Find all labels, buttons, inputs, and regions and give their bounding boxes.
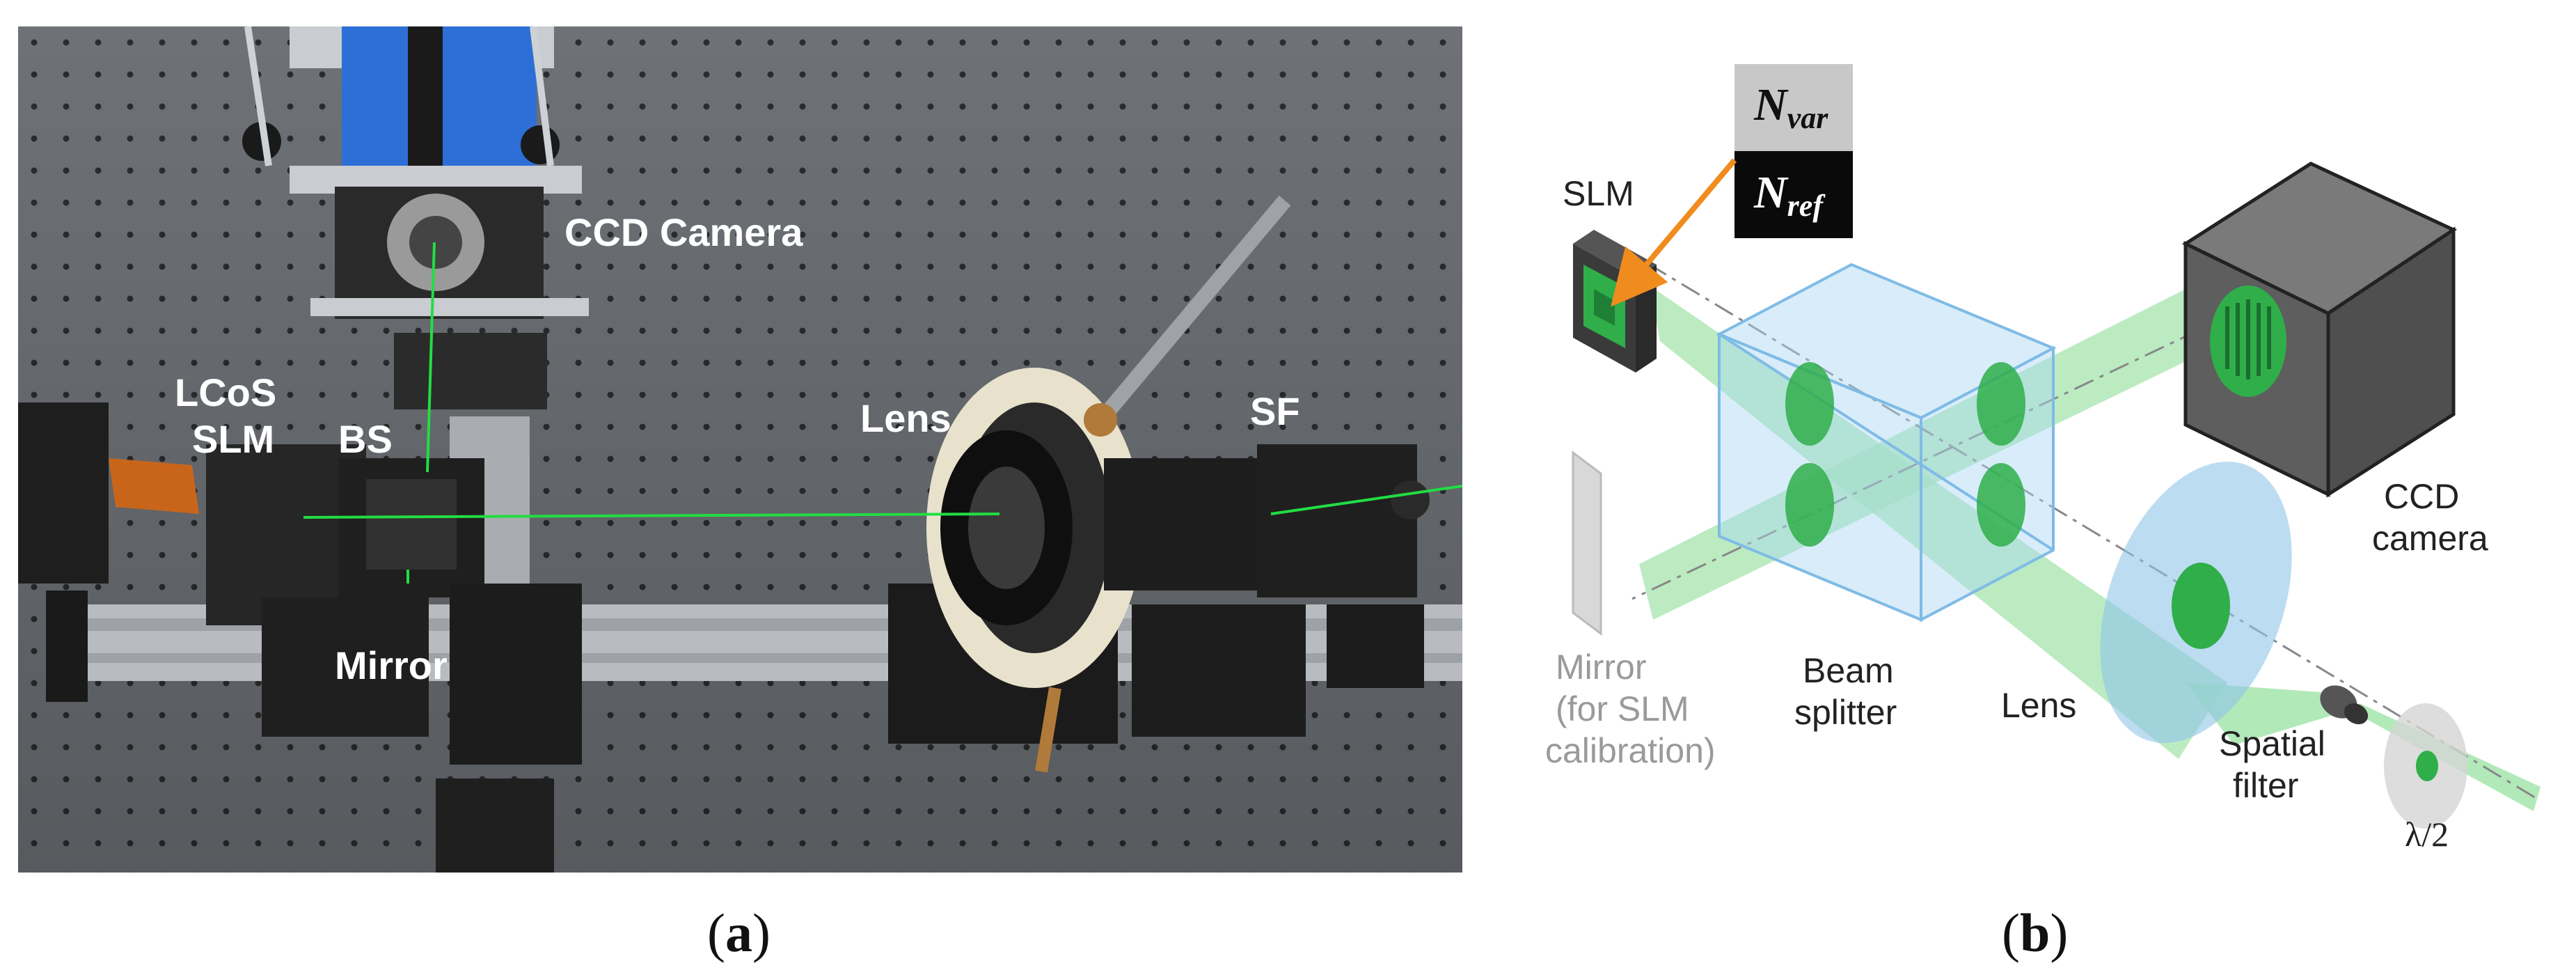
beam-spots-cube (1785, 362, 2025, 547)
laser-beam-vertical (426, 242, 436, 473)
laser-beam-sf (1270, 485, 1462, 515)
mirror-device (262, 584, 582, 873)
schematic-diagram: Nvar Nref (1545, 64, 2541, 854)
label-lens: Lens (2001, 686, 2076, 725)
label-spatial: Spatial (2219, 724, 2325, 763)
beam-camera-to-mirror (1639, 285, 2227, 620)
beam-splitter-device (338, 458, 484, 597)
n-var-box (1735, 64, 1853, 151)
n-var-label: Nvar (1753, 79, 1828, 135)
setup-photo: CCD Camera LCoS SLM BS Lens SF Mirror (18, 26, 1462, 873)
schematic-panel: Nvar Nref (1490, 14, 2561, 884)
label-camera: camera (2372, 519, 2488, 558)
label-slm: SLM (1563, 174, 1634, 213)
label-mirror-calibration: calibration) (1545, 731, 1716, 770)
lens-element (2100, 462, 2292, 743)
label-mirror: Mirror (1556, 648, 1647, 687)
label-mirror-photo: Mirror (335, 643, 448, 687)
mirror-plate (1572, 451, 1602, 636)
photo-panel: CCD Camera LCoS SLM BS Lens SF Mirror (18, 26, 1462, 873)
caption-b: (b) (2002, 902, 2069, 963)
label-bs: BS (338, 417, 393, 461)
half-wave-plate (2384, 703, 2467, 829)
ccd-camera-device (242, 26, 589, 409)
spatial-filter-device (1132, 444, 1430, 737)
lens-device (888, 195, 1291, 773)
spatial-filter-objective (2320, 685, 2369, 725)
label-mirror-for: (for SLM (1556, 689, 1689, 728)
label-filter: filter (2233, 766, 2298, 805)
n-ref-label: Nref (1753, 167, 1826, 223)
label-beam: Beam (1803, 651, 1894, 690)
label-lens-photo: Lens (860, 396, 951, 440)
label-half-wave: λ/2 (2405, 815, 2449, 854)
n-ref-box (1735, 151, 1853, 238)
laser-beam-main (303, 513, 1000, 519)
caption-a: (a) (707, 902, 771, 963)
caption-b-letter: b (2019, 902, 2050, 963)
ccd-camera-box (2181, 162, 2458, 498)
label-slm-photo: SLM (192, 417, 274, 461)
label-splitter: splitter (1794, 693, 1897, 732)
label-lcos: LCoS (175, 370, 276, 414)
label-ccd: CCD (2384, 477, 2459, 516)
label-sf: SF (1250, 389, 1300, 433)
slm-box (1573, 230, 1657, 373)
slm-pattern-legend: Nvar Nref (1611, 64, 1853, 307)
optical-axis (1614, 242, 2541, 802)
caption-a-letter: a (725, 902, 752, 963)
pattern-arrow (1611, 158, 1737, 307)
label-ccd-camera: CCD Camera (564, 210, 803, 254)
